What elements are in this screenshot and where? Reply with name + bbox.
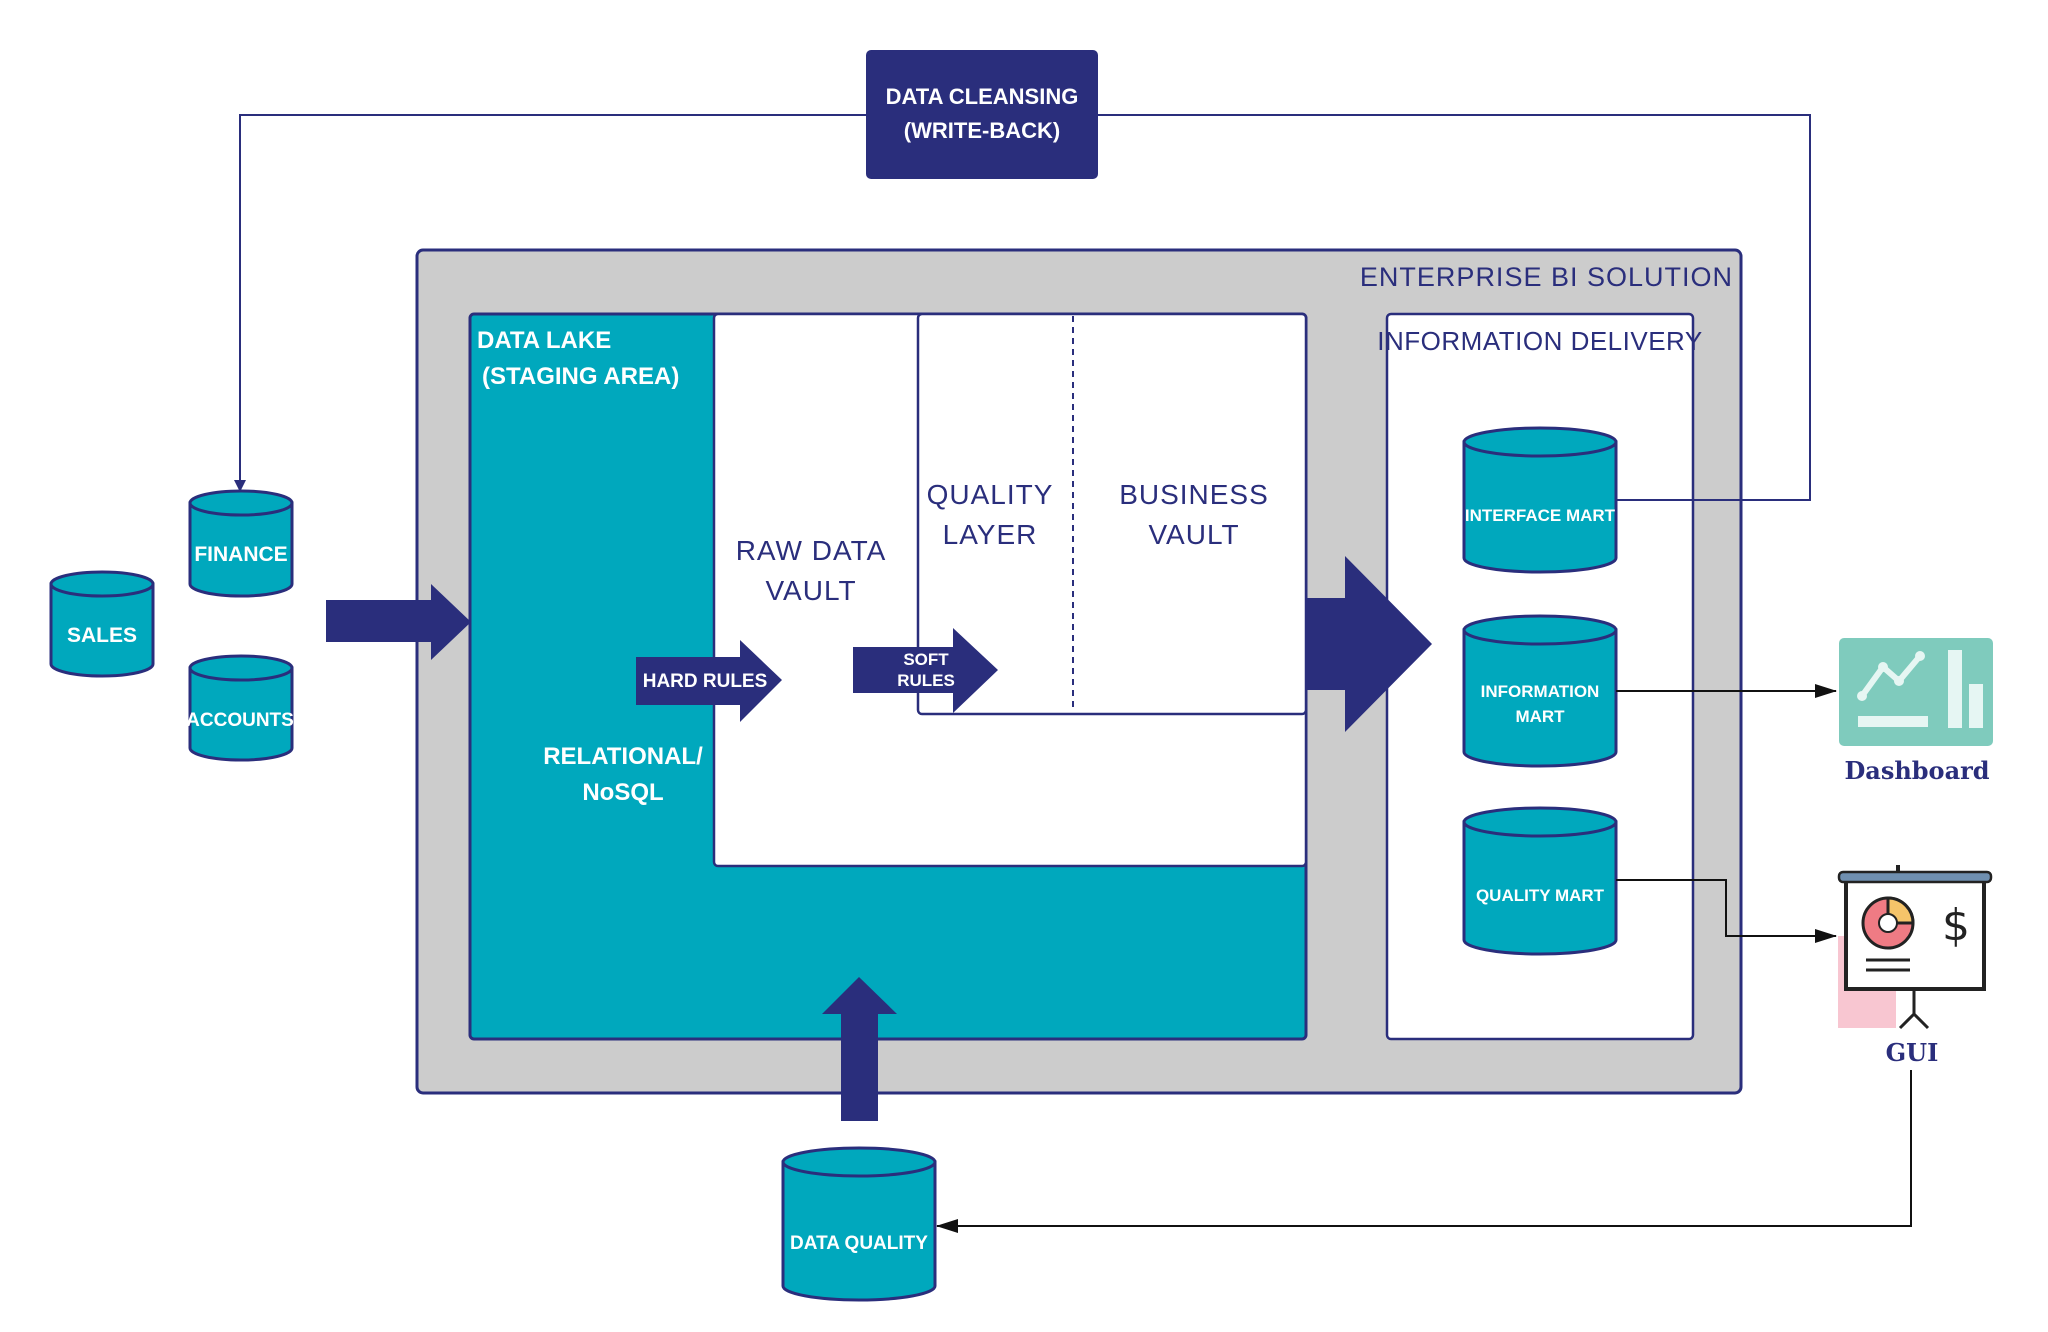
data-quality-up-arrow <box>822 977 897 1121</box>
quality-mart-label: QUALITY MART <box>1476 886 1605 905</box>
quality-business-area <box>916 312 1308 716</box>
business-vault-line1: BUSINESS <box>1119 479 1269 510</box>
write-back-line-right <box>1098 114 1811 501</box>
sources-to-lake-arrow <box>326 584 471 660</box>
information-mart-cylinder <box>1462 614 1618 768</box>
data-quality-label: DATA QUALITY <box>790 1233 928 1254</box>
soft-rules-label-line2: RULES <box>897 671 955 690</box>
finance-label: FINANCE <box>194 543 287 566</box>
accounts-cylinder <box>188 654 294 762</box>
data-lake-title-line1: DATA LAKE <box>477 327 611 354</box>
quality-mart-cylinder <box>1462 806 1618 956</box>
relational-nosql-line2: NoSQL <box>582 779 663 806</box>
finance-cylinder <box>188 489 294 598</box>
relational-nosql-line1: RELATIONAL/ <box>543 743 703 770</box>
data-cleansing-line1: DATA CLEANSING <box>886 84 1079 109</box>
soft-rules-label-line1: SOFT <box>903 650 949 669</box>
interface-mart-label: INTERFACE MART <box>1465 506 1616 525</box>
data-cleansing-box <box>866 50 1098 179</box>
line-bar-chart-icon <box>1839 638 1993 746</box>
quality-layer-line2: LAYER <box>943 519 1038 550</box>
sales-cylinder <box>49 570 155 678</box>
interface-mart-cylinder <box>1462 426 1618 574</box>
sales-label: SALES <box>67 624 137 647</box>
presentation-board-icon: $ <box>1837 865 1993 1030</box>
information-delivery-title: INFORMATION DELIVERY <box>1377 326 1702 356</box>
data-cleansing-line2: (WRITE-BACK) <box>904 118 1060 143</box>
soft-rules-arrow <box>853 628 998 713</box>
hard-rules-arrow <box>636 640 782 722</box>
gui-to-data-quality-line <box>936 1070 1912 1233</box>
business-vault-line2: VAULT <box>1148 519 1239 550</box>
hard-rules-label: HARD RULES <box>643 671 768 692</box>
delivery-big-arrow <box>1307 556 1432 732</box>
enterprise-title: ENTERPRISE BI SOLUTION <box>1360 262 1733 292</box>
quality-layer-line1: QUALITY <box>927 479 1054 510</box>
gui-label: GUI <box>1886 1038 1939 1067</box>
accounts-label: ACCOUNTS <box>186 710 294 731</box>
information-mart-label-line2: MART <box>1515 707 1565 726</box>
information-mart-label-line1: INFORMATION <box>1481 682 1600 701</box>
data-quality-cylinder <box>781 1146 937 1302</box>
dashboard-label: Dashboard <box>1844 756 1989 785</box>
write-back-line-left <box>234 114 866 492</box>
raw-data-vault-line2: VAULT <box>765 575 856 606</box>
data-lake-title-line2: (STAGING AREA) <box>482 363 679 390</box>
quality-mart-to-gui-line <box>1616 879 1837 943</box>
raw-data-vault-line1: RAW DATA <box>736 535 887 566</box>
svg-text:$: $ <box>1942 900 1970 951</box>
